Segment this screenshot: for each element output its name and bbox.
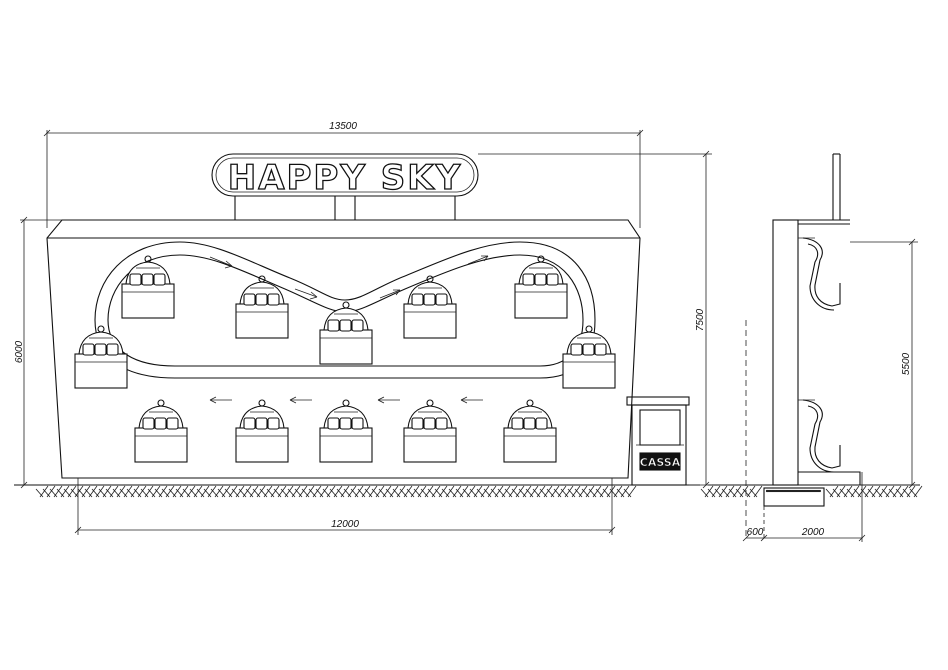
side-view [745,153,861,540]
gondola [134,399,188,463]
arrow-icon [209,256,233,269]
dimension-overall-width: 13500 [43,121,644,228]
dimension-footing: 600 2000 [742,472,866,542]
gondola [319,301,373,365]
arrow-icon [467,255,489,265]
dimension-side-height: 5500 [850,238,918,489]
cassa-plate [639,452,681,471]
arrow-icon [377,396,400,404]
arrow-icon [209,396,232,404]
gondola [403,399,457,463]
dimension-total-height: 7500 [478,150,712,489]
gondola [235,399,289,463]
arrow-icon [289,396,312,404]
gondola [503,399,557,463]
booth-label: CASSA [640,456,681,469]
gondola [74,325,128,389]
arrow-icon [294,288,318,300]
dimension-label: 7500 [695,308,706,331]
arrow-icon [460,396,483,404]
ticket-booth: CASSA [626,396,690,486]
dimension-label: 5500 [901,352,912,375]
dimension-label: 600 [747,527,764,538]
dimension-wall-height: 6000 [14,216,62,489]
dimension-label: 13500 [329,121,357,132]
gondola-group [74,255,616,463]
gondola [403,275,457,339]
gondola [319,399,373,463]
gondola [121,255,175,319]
arrow-icon [379,289,401,299]
dimension-base-width: 12000 [74,478,616,535]
gondola [562,325,616,389]
dimension-label: 12000 [331,519,359,530]
ground-line [14,484,923,498]
sign-text: HAPPY SKY [228,158,463,198]
dimension-label: 2000 [801,527,825,538]
gondola [514,255,568,319]
track-direction-arrows [209,255,489,404]
sign-board: HAPPY SKY [211,153,479,220]
dimension-label: 6000 [14,340,25,363]
gondola [235,275,289,339]
